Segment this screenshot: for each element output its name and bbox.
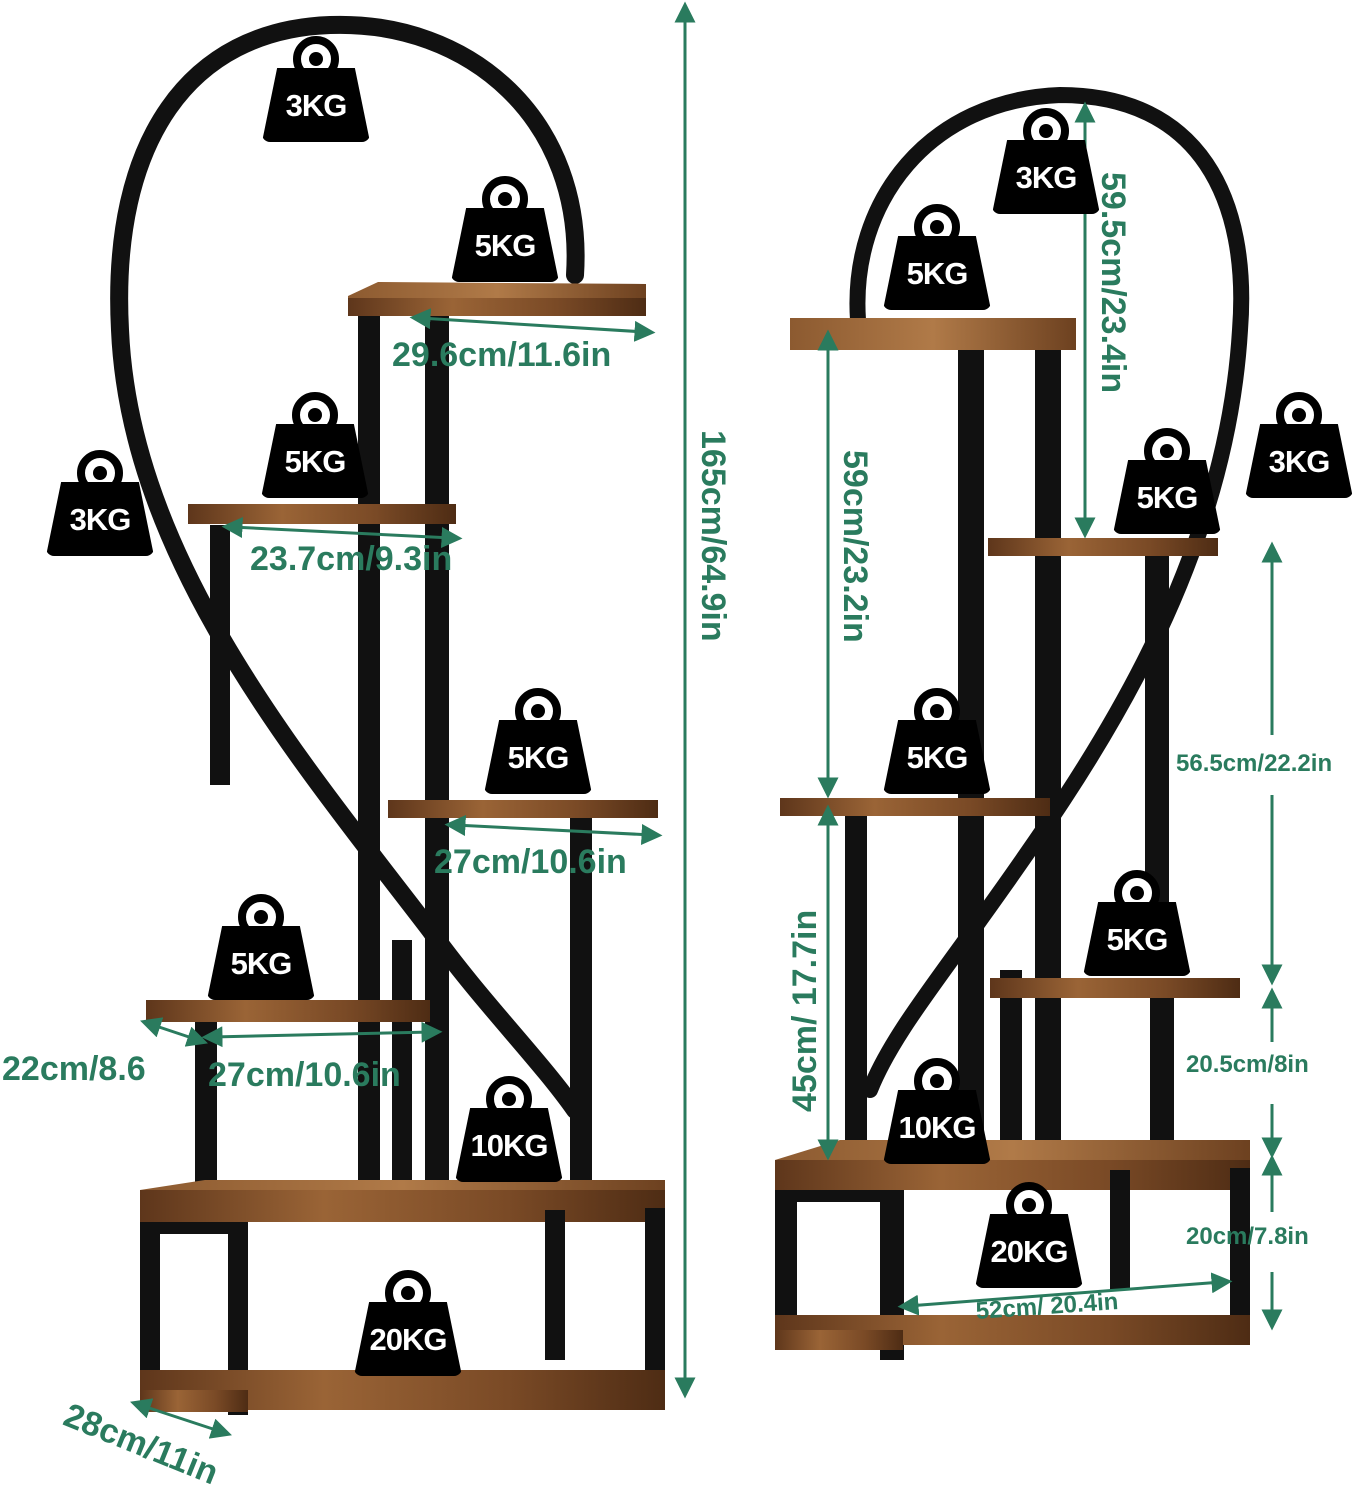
weight-icon: 5KG [451, 176, 559, 282]
weight-label: 3KG [69, 502, 132, 537]
fourth-shelf-width-label: 27cm/10.6in [208, 1056, 401, 1094]
lower-section-height-label: 45cm/ 17.7in [786, 909, 824, 1112]
base-height-label: 20cm/7.8in [1186, 1223, 1309, 1250]
weight-label: 5KG [906, 256, 969, 291]
weight-label: 5KG [1106, 922, 1169, 957]
top-shelf-width-label: 29.6cm/11.6in [392, 336, 612, 374]
weight-icon: 3KG [46, 450, 154, 556]
weight-label: 5KG [1136, 480, 1199, 515]
weight-label: 20KG [990, 1234, 1069, 1269]
weight-label: 5KG [230, 946, 293, 981]
weight-icon: 5KG [484, 688, 592, 794]
weight-label: 20KG [369, 1322, 448, 1357]
fourth-shelf-depth-label: 22cm/8.6 [2, 1050, 146, 1088]
upper-section-height-label: 59cm/23.2in [836, 450, 874, 643]
weight-icon: 10KG [883, 1058, 991, 1164]
weight-icon: 3KG [992, 108, 1100, 214]
weight-icon: 3KG [1245, 392, 1353, 498]
weight-label: 3KG [285, 88, 348, 123]
weight-icon: 3KG [262, 36, 370, 142]
weight-icon: 5KG [883, 688, 991, 794]
weight-icon: 5KG [207, 894, 315, 1000]
third-shelf-width-label: 27cm/10.6in [434, 843, 627, 881]
weight-icon: 20KG [975, 1182, 1083, 1288]
weight-icon: 5KG [261, 392, 369, 498]
weight-label: 5KG [474, 228, 537, 263]
weight-label: 3KG [1015, 160, 1078, 195]
weight-icon: 20KG [354, 1270, 462, 1376]
weight-label: 10KG [898, 1110, 977, 1145]
arch-height-label: 59.5cm/23.4in [1094, 172, 1132, 394]
weight-icon: 5KG [1113, 428, 1221, 534]
weight-label: 5KG [284, 444, 347, 479]
weight-icon: 10KG [455, 1076, 563, 1182]
total-height-label: 165cm/64.9in [694, 430, 732, 642]
weight-label: 10KG [470, 1128, 549, 1163]
dimension-lines [130, 1, 1283, 1439]
second-shelf-width-label: 23.7cm/9.3in [250, 540, 453, 578]
weight-label: 5KG [906, 740, 969, 775]
right-section-height-label: 56.5cm/22.2in [1176, 750, 1333, 777]
weight-label: 5KG [507, 740, 570, 775]
right-plant-stand [775, 86, 1250, 1360]
low-shelf-height-label: 20.5cm/8in [1186, 1051, 1309, 1078]
weight-label: 3KG [1268, 444, 1331, 479]
weight-icon: 5KG [1083, 870, 1191, 976]
weight-icon: 5KG [883, 204, 991, 310]
